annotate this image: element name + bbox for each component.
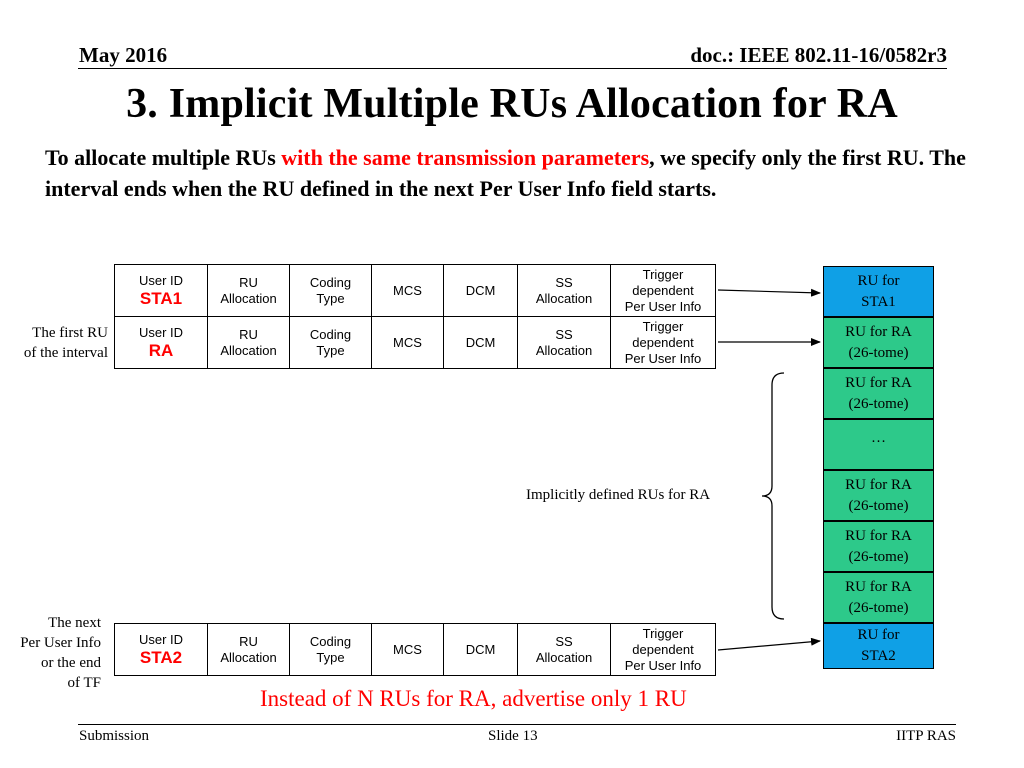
footer-right: IITP RAS — [896, 728, 956, 744]
mcs-cell: MCS — [371, 623, 444, 676]
ru-block-ra-last: RU for RA(26-tome) — [823, 572, 934, 623]
user-id-value: STA2 — [139, 647, 183, 667]
intro-text-2: , we specify only the first RU. The inte… — [45, 145, 966, 201]
header-divider — [78, 68, 947, 69]
implicit-ru-label: Implicitly defined RUs for RA — [526, 487, 711, 503]
ru-block-ellipsis: … — [823, 419, 934, 470]
slide-title: 3. Implicit Multiple RUs Allocation for … — [126, 81, 898, 127]
user-id-value: RA — [148, 340, 174, 360]
ru-block-ra: RU for RA(26-tome) — [823, 368, 934, 419]
intro-highlight: with the same transmission parameters — [281, 145, 650, 170]
brace-icon — [761, 372, 785, 620]
ru-block-ra: RU for RA(26-tome) — [823, 470, 934, 521]
ru-block-ra: RU for RA(26-tome) — [823, 521, 934, 572]
footer-divider — [78, 724, 956, 725]
dcm-cell: DCM — [443, 316, 518, 369]
footer-slide-number: Slide 13 — [488, 728, 538, 744]
mcs-cell: MCS — [371, 316, 444, 369]
dcm-cell: DCM — [443, 264, 518, 317]
dcm-cell: DCM — [443, 623, 518, 676]
intro-paragraph: To allocate multiple RUs with the same t… — [45, 142, 985, 204]
header-date: May 2016 — [79, 43, 168, 67]
arrow-sta1 — [717, 288, 821, 297]
intro-text-1: To allocate multiple RUs — [45, 145, 282, 170]
footer-left: Submission — [79, 728, 150, 744]
bottom-note: Instead of N RUs for RA, advertise only … — [260, 686, 687, 711]
ru-block-ra-first: RU for RA(26-tome) — [823, 317, 934, 368]
user-id-value: STA1 — [139, 288, 183, 308]
arrow-sta2 — [717, 637, 821, 651]
header-doc-id: doc.: IEEE 802.11-16/0582r3 — [690, 43, 947, 67]
